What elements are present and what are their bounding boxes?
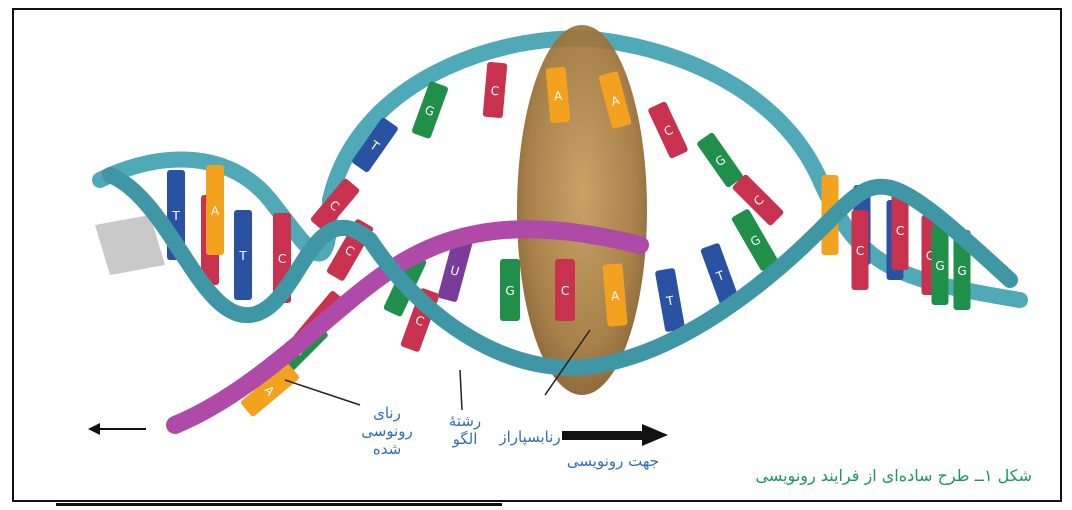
base-left-3: A xyxy=(206,165,224,255)
base-letter: C xyxy=(490,84,500,99)
base-lower-4: C xyxy=(555,259,575,321)
rna-polymerase-enzyme xyxy=(517,25,647,395)
base-upper-7: G xyxy=(696,132,744,189)
base-letter: A xyxy=(211,204,220,218)
base-right-7: C xyxy=(852,210,869,290)
left-arrow-icon xyxy=(88,423,146,435)
label-template-strand: رشتهٔ الگو xyxy=(440,412,490,448)
base-lower-9: T xyxy=(655,268,685,333)
figure-caption: شکل ۱ــ طرح ساده‌ای از فرایند رونویسی xyxy=(755,466,1032,485)
base-letter: C xyxy=(856,244,864,258)
base-letter: G xyxy=(935,259,944,273)
base-letter: G xyxy=(505,284,514,298)
base-lower-3: G xyxy=(500,259,520,321)
label-rna-polymerase: رنابسپاراز xyxy=(492,428,568,446)
base-letter: C xyxy=(278,252,286,266)
label-transcribed-rna: رنای رونوسی شده xyxy=(352,404,422,458)
base-upper-6: C xyxy=(647,101,688,159)
base-upper-3: C xyxy=(483,62,508,119)
base-letter: T xyxy=(238,249,247,263)
pointer-template xyxy=(460,370,462,410)
base-letter: T xyxy=(171,209,180,223)
pointer-rna xyxy=(285,380,360,405)
base-right-6: G xyxy=(932,225,949,305)
base-letter: C xyxy=(561,284,569,298)
label-transcription-direction: جهت رونویسی xyxy=(558,452,668,470)
bottom-rule xyxy=(56,503,502,506)
base-letter: C xyxy=(896,224,904,238)
base-left-2: T xyxy=(234,210,252,300)
transcription-direction-arrow-icon xyxy=(562,424,668,446)
base-letter: G xyxy=(957,264,966,278)
